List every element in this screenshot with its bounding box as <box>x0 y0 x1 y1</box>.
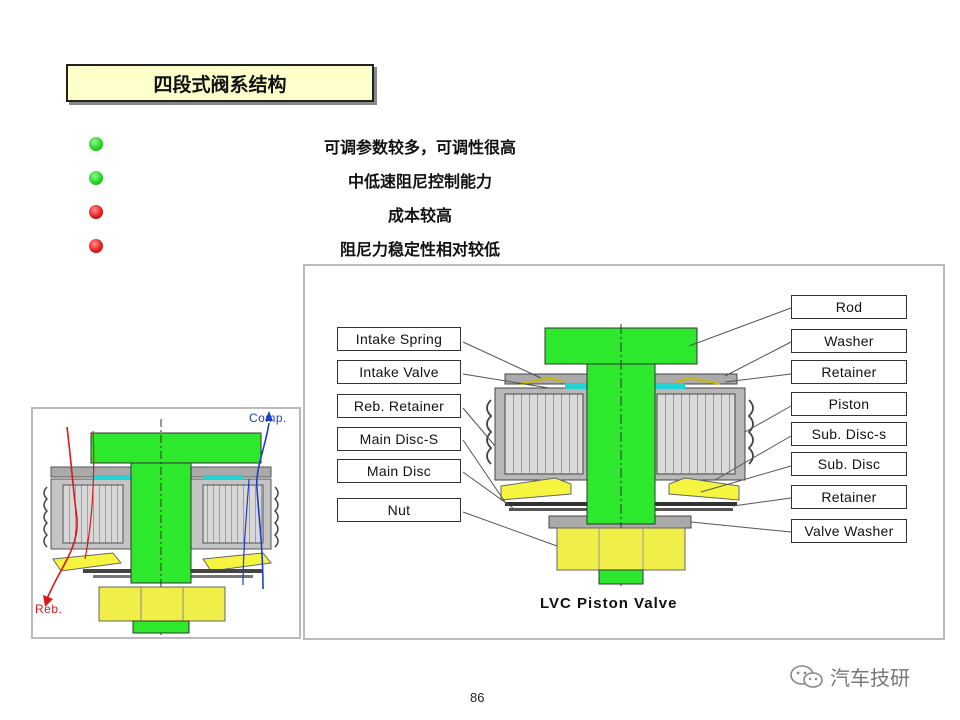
advantage-text-2: 中低速阻尼控制能力 <box>347 172 492 191</box>
page-number: 86 <box>470 690 485 705</box>
disadvantage-text-1: 成本较高 <box>387 206 452 225</box>
label-rod: Rod <box>791 295 907 319</box>
label-main-disc: Main Disc <box>337 459 461 483</box>
label-retainer-top: Retainer <box>791 360 907 384</box>
label-nut: Nut <box>337 498 461 522</box>
figure-caption: LVC Piston Valve <box>540 595 678 612</box>
label-sub-disc-s: Sub. Disc-s <box>791 422 907 446</box>
reb-flow-label: Reb. <box>35 602 63 616</box>
watermark: 汽车技研 <box>790 662 910 691</box>
wechat-icon <box>790 664 823 688</box>
label-valve-washer: Valve Washer <box>791 519 907 543</box>
label-reb-retainer: Reb. Retainer <box>337 394 461 418</box>
label-piston: Piston <box>791 392 907 416</box>
label-sub-disc: Sub. Disc <box>791 452 907 476</box>
comp-flow-label: Comp. <box>249 411 287 425</box>
red-bullet-icon <box>89 239 103 253</box>
page-title: 四段式阀系结构 <box>66 64 374 102</box>
flow-diagram-panel: Comp. Reb. <box>31 407 301 639</box>
red-bullet-icon <box>89 205 103 219</box>
label-retainer-bottom: Retainer <box>791 485 907 509</box>
label-washer: Washer <box>791 329 907 353</box>
green-bullet-icon <box>89 137 103 151</box>
flow-diagram <box>43 411 279 637</box>
label-main-disc-s: Main Disc-S <box>337 427 461 451</box>
piston-valve-diagram <box>462 307 792 586</box>
label-intake-spring: Intake Spring <box>337 327 461 351</box>
label-intake-valve: Intake Valve <box>337 360 461 384</box>
green-bullet-icon <box>89 171 103 185</box>
advantage-text-1: 可调参数较多，可调性很高 <box>323 138 516 157</box>
watermark-text: 汽车技研 <box>830 666 910 690</box>
disadvantage-text-2: 阻尼力稳定性相对较低 <box>339 240 500 259</box>
